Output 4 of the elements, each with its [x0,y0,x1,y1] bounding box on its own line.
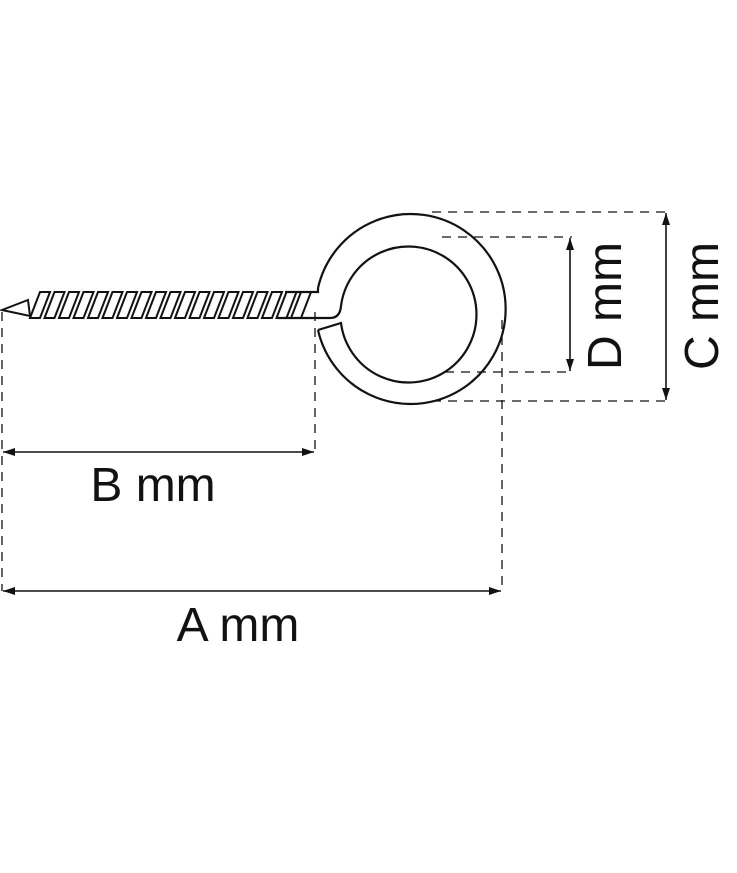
dimension-label: D mm [582,242,630,370]
dimension-label: C mm [679,242,727,370]
dimension-label: A mm [176,602,300,650]
dimension-label: B mm [90,462,216,510]
